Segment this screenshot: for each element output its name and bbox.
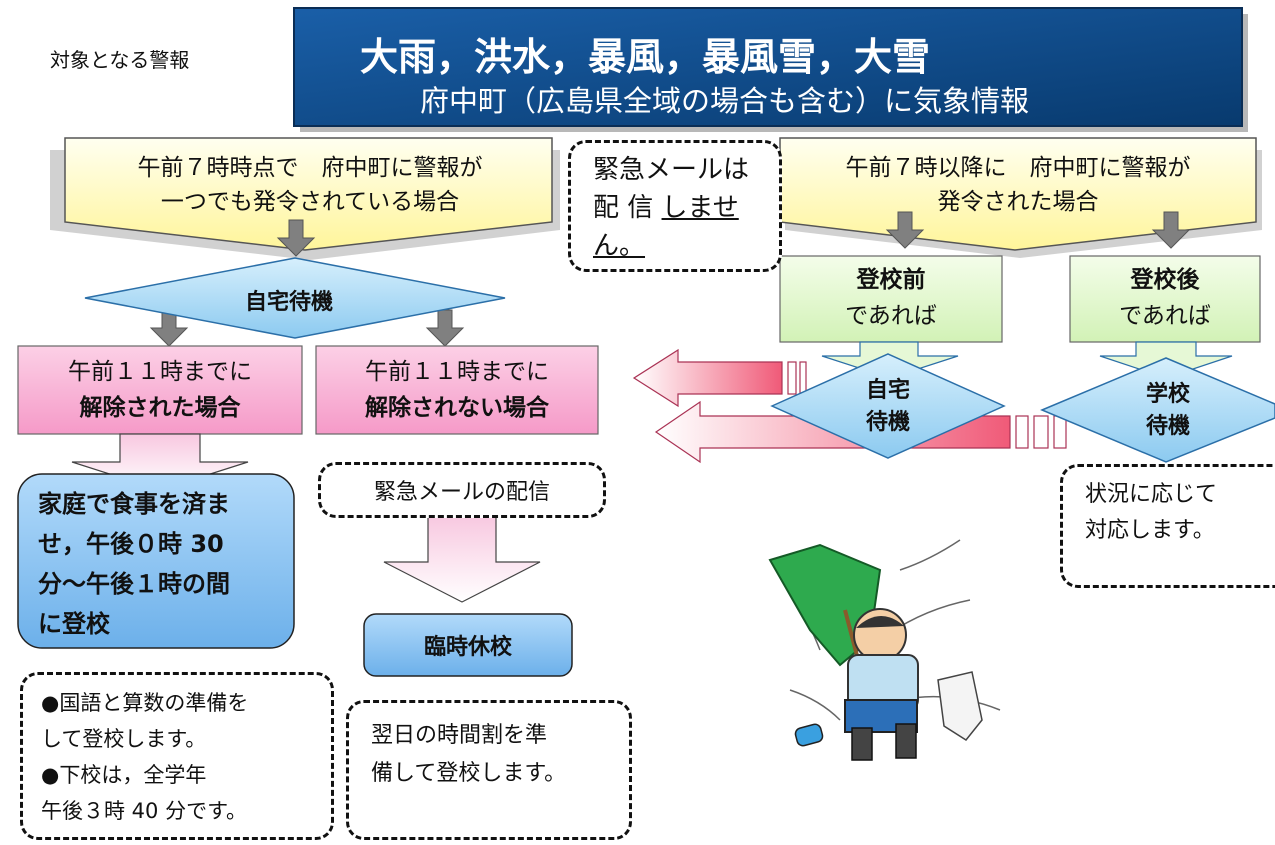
left-case-banner — [64, 137, 553, 251]
emergency-mail-label: 緊急メールの配信 — [373, 480, 550, 505]
prep-note-line3: ●下校は，全学年 — [41, 763, 207, 787]
after-school-line1: 登校後 — [1130, 267, 1200, 293]
header-warning-types: 大雨，洪水，暴風，暴風雪，大雪 — [360, 35, 931, 79]
closure-label: 臨時休校 — [423, 635, 512, 660]
school-standby-text: 学校 待機 — [1128, 376, 1208, 446]
prep-note-line1: ●国語と算数の準備を — [41, 691, 249, 715]
no-mail-line3: ん。 — [593, 231, 646, 261]
situation-line1: 状況に応じて — [1085, 482, 1218, 507]
left-case-line1: 午前７時時点で 府中町に警報が — [137, 155, 483, 181]
closure-box — [363, 613, 573, 677]
left-case-text: 午前７時時点で 府中町に警報が 一つでも発令されている場合 — [80, 146, 540, 224]
home-standby-line1: 自宅 — [865, 378, 910, 403]
home-standby-line2: 待機 — [865, 410, 910, 435]
no-mail-note: 緊急メールは 配 信 しませ ん。 — [568, 140, 782, 272]
before-school-box: 登校前 であれば — [780, 258, 1002, 338]
closure-text: 臨時休校 — [364, 614, 572, 676]
left-case-line2: 一つでも発令されている場合 — [160, 189, 460, 215]
right-case-line2: 発令された場合 — [937, 189, 1099, 215]
right-case-text: 午前７時以降に 府中町に警報が 発令された場合 — [792, 146, 1244, 224]
situation-line2: 対応します。 — [1085, 518, 1215, 543]
released-line1: 午前１１時までに — [68, 359, 252, 385]
released-box: 午前１１時までに 解除された場合 — [18, 350, 302, 430]
home-wait-diamond — [84, 257, 506, 339]
target-warnings-label: 対象となる警報 — [50, 48, 190, 72]
not-released-line1: 午前１１時までに — [365, 359, 549, 385]
before-school-line2: であれば — [845, 303, 937, 329]
no-mail-line1: 緊急メールは — [593, 155, 750, 185]
home-standby-diamond — [770, 353, 1006, 459]
after-school-box: 登校後 であれば — [1070, 258, 1260, 338]
school-standby-line2: 待機 — [1145, 414, 1190, 439]
eat-home-line2: せ，午後０時 30 — [38, 530, 224, 558]
not-released-box: 午前１１時までに 解除されない場合 — [316, 350, 598, 430]
header-weather-info: 府中町（広島県全域の場合も含む）に気象情報 — [420, 84, 1030, 118]
prep-note-line2: して登校します。 — [41, 727, 207, 751]
right-case-line1: 午前７時以降に 府中町に警報が — [845, 155, 1191, 181]
prep-note: ●国語と算数の準備を して登校します。 ●下校は，全学年 午後３時 40 分です… — [20, 672, 334, 840]
school-standby-line1: 学校 — [1145, 382, 1190, 407]
eat-home-line3: 分～午後１時の間 — [38, 570, 230, 598]
no-mail-not-deliver: しませ — [661, 193, 739, 223]
closure-arrow — [383, 515, 541, 603]
home-wait-label: 自宅待機 — [245, 290, 334, 315]
header-banner — [293, 7, 1243, 127]
emergency-mail-box: 緊急メールの配信 — [318, 462, 606, 518]
situation-note: 状況に応じて 対応します。 — [1060, 464, 1275, 588]
no-mail-line2: 配 信 — [593, 193, 662, 223]
not-released-line2: 解除されない場合 — [365, 395, 549, 421]
after-school-line2: であれば — [1119, 303, 1211, 329]
eat-home-line4: に登校 — [38, 610, 110, 638]
eat-home-box — [17, 473, 295, 649]
eat-home-text: 家庭で食事を済ま せ，午後０時 30 分～午後１時の間 に登校 — [38, 484, 288, 644]
school-standby-diamond — [1040, 357, 1275, 463]
next-day-line2: 備して登校します。 — [371, 761, 567, 786]
home-standby-text: 自宅 待機 — [848, 372, 928, 442]
gray-arrows — [149, 211, 1191, 347]
next-day-note: 翌日の時間割を準 備して登校します。 — [346, 700, 632, 840]
next-day-line1: 翌日の時間割を準 — [371, 723, 548, 748]
eat-home-line1: 家庭で食事を済ま — [38, 490, 230, 518]
prep-note-line4: 午後３時 40 分です。 — [41, 799, 247, 823]
umbrella-person-illustration — [768, 539, 1001, 761]
released-line2: 解除された場合 — [79, 395, 241, 421]
before-school-line1: 登校前 — [856, 267, 926, 293]
